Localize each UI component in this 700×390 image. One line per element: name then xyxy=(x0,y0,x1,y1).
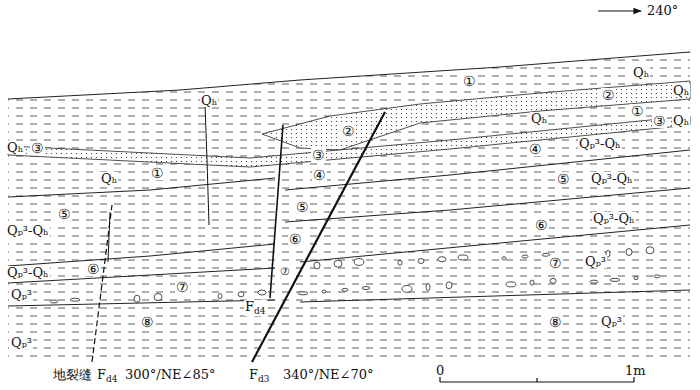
scale-label: 0 xyxy=(435,364,445,377)
callout-number: ⑧ xyxy=(140,315,155,329)
age-label: Qₕ xyxy=(6,141,24,154)
callout-number: ⑤ xyxy=(57,207,72,221)
scale-bar xyxy=(440,376,634,382)
age-label: Qₕ xyxy=(672,114,690,127)
age-label: Qₚ³ xyxy=(600,315,623,328)
silt-hatching xyxy=(8,52,690,362)
callout-number: ③ xyxy=(652,114,667,128)
fault-attitude: 300°/NE∠85° xyxy=(124,368,217,381)
callout-number: ⑥ xyxy=(288,232,303,246)
fissure-label: 地裂缝 xyxy=(52,368,93,381)
age-label: Qₚ³-Qₕ xyxy=(6,266,50,279)
age-label: Qₚ³ xyxy=(10,288,33,301)
scale-label: 1m xyxy=(624,364,647,377)
gravel-pebbles xyxy=(50,247,660,303)
fault-name: Fd4 xyxy=(244,300,267,316)
crack xyxy=(108,212,110,262)
age-label: Qₕ xyxy=(100,172,118,185)
direction-label: 240° xyxy=(646,4,679,17)
age-label: Qₕ xyxy=(200,94,218,107)
crack xyxy=(205,104,209,225)
sand-band xyxy=(8,116,690,167)
ground-fissure xyxy=(92,205,112,362)
age-label: Qₚ³-Qₕ xyxy=(578,137,622,150)
callout-number: ① xyxy=(462,74,477,88)
fault-attitude: 340°/NE∠70° xyxy=(282,368,375,381)
callout-number: ⑥ xyxy=(86,262,101,276)
age-label: Qₚ³-Qₕ xyxy=(590,172,634,185)
callout-number: ① xyxy=(150,166,165,180)
fault-fd3 xyxy=(252,112,385,362)
callout-number: ① xyxy=(630,104,645,118)
callout-number: ⑥ xyxy=(534,218,549,232)
age-label: Qₕ xyxy=(672,84,690,97)
callout-number: ④ xyxy=(528,142,543,156)
fault-name: Fd4 xyxy=(96,368,119,384)
age-label: Qₕ xyxy=(632,66,650,79)
age-label: Qₚ³ xyxy=(584,255,607,268)
callout-number: ⑧ xyxy=(548,315,563,329)
callout-number: ⑦ xyxy=(548,256,563,270)
age-label: Qₚ³-Qₕ xyxy=(6,224,50,237)
callout-number: ② xyxy=(601,88,616,102)
age-label: Qₕ xyxy=(530,112,548,125)
callout-number: ⑤ xyxy=(556,172,571,186)
callout-number: ③ xyxy=(30,141,45,155)
callout-number: ⑦ xyxy=(279,266,291,277)
fault-name: Fd3 xyxy=(248,368,271,384)
callout-number: ⑤ xyxy=(295,200,310,214)
callout-number: ③ xyxy=(311,148,326,162)
callout-number: ④ xyxy=(312,168,327,182)
callout-number: ② xyxy=(341,124,356,138)
age-label: Qₚ³-Qₕ xyxy=(592,212,636,225)
callout-number: ⑦ xyxy=(175,280,190,294)
direction-arrow xyxy=(598,10,641,11)
age-label: Qₚ³ xyxy=(10,336,33,349)
